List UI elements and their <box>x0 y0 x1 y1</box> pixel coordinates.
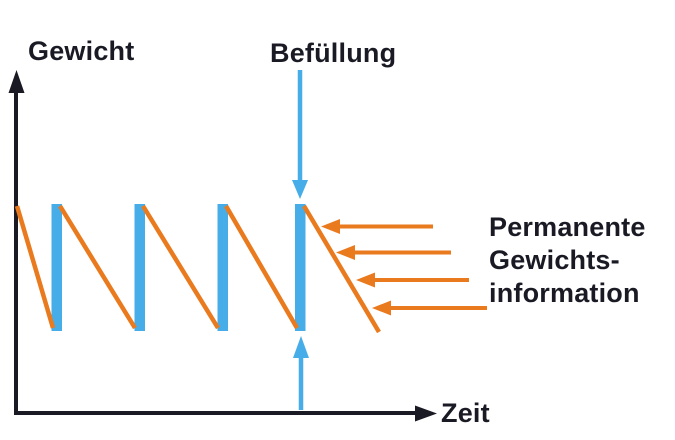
arrow-left-icon <box>372 300 391 316</box>
refill-arrow-heads <box>292 180 309 358</box>
refill-bar <box>217 204 228 331</box>
weight-decline-segment <box>302 204 381 334</box>
arrow-down-icon <box>292 180 308 199</box>
refill-bars <box>51 204 306 331</box>
weight-decline-segment <box>224 204 299 330</box>
refill-bar <box>295 204 306 331</box>
annotation-arrow-heads <box>321 219 391 316</box>
annotation-line-2: Gewichts- <box>489 245 620 275</box>
permanent-weight-annotation: Permanente Gewichts- information <box>489 211 646 310</box>
weight-decline-segment <box>58 204 137 330</box>
refill-label: Befüllung <box>270 38 397 68</box>
annotation-line-3: information <box>489 278 640 308</box>
y-axis-label: Gewicht <box>28 36 135 66</box>
y-axis-arrowhead-icon <box>8 70 25 93</box>
x-axis-arrowhead-icon <box>415 405 437 422</box>
annotation-arrow-shafts <box>338 224 487 310</box>
arrow-left-icon <box>356 272 375 288</box>
refill-bar <box>134 204 145 331</box>
arrow-left-icon <box>321 219 340 234</box>
axis-arrowheads <box>8 70 437 422</box>
refill-bar <box>51 204 62 331</box>
weight-sawtooth <box>14 204 381 334</box>
axes <box>14 90 419 415</box>
x-axis-label: Zeit <box>441 398 490 428</box>
weight-decline-segment <box>14 205 56 329</box>
arrow-up-icon <box>293 336 309 358</box>
refill-arrow-shafts <box>297 70 304 410</box>
annotation-line-1: Permanente <box>489 212 646 242</box>
weight-decline-segment <box>141 204 220 330</box>
arrow-left-icon <box>336 245 355 260</box>
